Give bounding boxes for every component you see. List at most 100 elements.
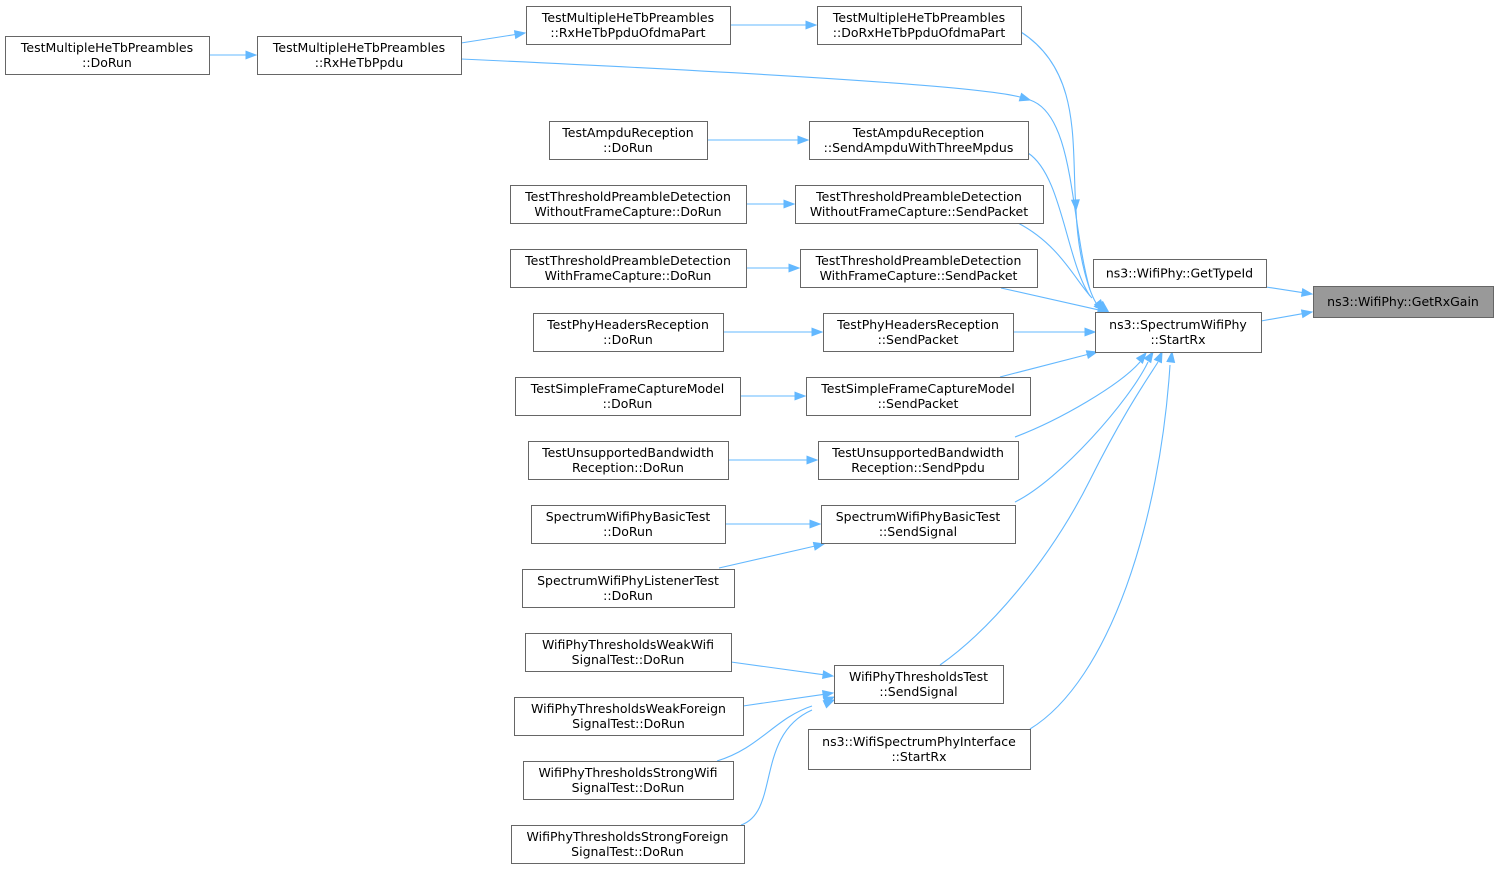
node-label: SpectrumWifiPhyBasicTest: [546, 509, 711, 524]
node-label: TestThresholdPreambleDetection: [815, 189, 1022, 204]
edge-line: [460, 58, 1022, 98]
node-label: TestThresholdPreambleDetection: [524, 189, 731, 204]
node-box: [549, 121, 708, 160]
node-box: [800, 249, 1038, 288]
node-mhe-rxofdma[interactable]: TestMultipleHeTbPreambles::RxHeTbPpduOfd…: [526, 6, 731, 45]
node-wts-wifi[interactable]: WifiPhyThresholdsStrongWifiSignalTest::D…: [523, 761, 734, 800]
node-box: [821, 505, 1016, 544]
edge-arrowhead: [788, 263, 801, 273]
node-mhe-dorxofdma[interactable]: TestMultipleHeTbPreambles::DoRxHeTbPpduO…: [817, 6, 1022, 45]
edge-line: [718, 545, 816, 569]
edge-arrowhead: [1166, 350, 1176, 363]
node-box: [510, 185, 747, 224]
node-box: [533, 313, 724, 352]
node-spectrum-startrx[interactable]: ns3::SpectrumWifiPhy::StartRx: [1095, 312, 1262, 353]
edge-arrowhead: [1143, 350, 1154, 364]
edge-line: [1029, 99, 1091, 291]
node-wtw-wifi[interactable]: WifiPhyThresholdsWeakWifiSignalTest::DoR…: [525, 633, 732, 672]
node-label: SignalTest::DoRun: [572, 652, 685, 667]
node-mhe-rxhetbppdu[interactable]: TestMultipleHeTbPreambles::RxHeTbPpdu: [257, 36, 462, 75]
node-label: WithoutFrameCapture::SendPacket: [810, 204, 1028, 219]
node-label: WithoutFrameCapture::DoRun: [534, 204, 721, 219]
node-box: [257, 36, 462, 75]
node-box: [531, 505, 726, 544]
node-ampdu-send[interactable]: TestAmpduReception::SendAmpduWithThreeMp…: [809, 121, 1029, 160]
node-label: Reception::DoRun: [572, 460, 684, 475]
node-box: [511, 825, 745, 864]
node-wts-foreign[interactable]: WifiPhyThresholdsStrongForeignSignalTest…: [511, 825, 745, 864]
node-label: SignalTest::DoRun: [571, 844, 684, 859]
node-gettypeid[interactable]: ns3::WifiPhy::GetTypeId: [1093, 259, 1267, 288]
edge-arrowhead: [794, 391, 807, 401]
node-label: TestThresholdPreambleDetection: [524, 253, 731, 268]
node-box: [525, 633, 732, 672]
node-label: TestMultipleHeTbPreambles: [832, 10, 1005, 25]
node-label: ::SendAmpduWithThreeMpdus: [824, 140, 1014, 155]
edge-arrowhead: [1018, 92, 1032, 102]
edge-line: [1020, 31, 1077, 202]
edge-line: [740, 709, 813, 826]
node-label: SignalTest::DoRun: [572, 780, 685, 795]
edge-arrowhead: [1085, 350, 1099, 360]
node-label: Reception::SendPpdu: [851, 460, 985, 475]
node-swl-dorun[interactable]: SpectrumWifiPhyListenerTest::DoRun: [522, 569, 735, 608]
node-tpd-wo-send[interactable]: TestThresholdPreambleDetectionWithoutFra…: [795, 185, 1044, 224]
node-label: ns3::WifiPhy::GetTypeId: [1106, 266, 1253, 281]
node-swb-send[interactable]: SpectrumWifiPhyBasicTest::SendSignal: [821, 505, 1016, 544]
node-label: TestPhyHeadersReception: [546, 317, 709, 332]
nodes-layer: ns3::WifiPhy::GetRxGain ns3::WifiPhy::Get…: [5, 6, 1494, 864]
node-ampdu-dorun[interactable]: TestAmpduReception::DoRun: [549, 121, 708, 160]
node-sfc-send[interactable]: TestSimpleFrameCaptureModel::SendPacket: [806, 377, 1031, 416]
node-label: SpectrumWifiPhyListenerTest: [537, 573, 719, 588]
node-label: ::DoRun: [82, 55, 132, 70]
node-label: TestAmpduReception: [561, 125, 693, 140]
node-label: TestMultipleHeTbPreambles: [272, 40, 445, 55]
edge-arrowhead: [783, 199, 796, 209]
edge-arrowhead: [1300, 287, 1314, 297]
node-box: [523, 761, 734, 800]
node-tpd-wo-dorun[interactable]: TestThresholdPreambleDetectionWithoutFra…: [510, 185, 747, 224]
node-mhe-dorun[interactable]: TestMultipleHeTbPreambles::DoRun: [5, 36, 210, 75]
node-label: WithFrameCapture::DoRun: [545, 268, 712, 283]
edge-arrowhead: [797, 135, 810, 145]
node-label: TestSimpleFrameCaptureModel: [820, 381, 1014, 396]
edge-line: [1017, 222, 1093, 299]
node-box: [1313, 286, 1494, 318]
node-wtt-send[interactable]: WifiPhyThresholdsTest::SendSignal: [834, 665, 1004, 704]
edges-layer: [209, 20, 1314, 826]
node-box: [834, 665, 1004, 704]
edge-line: [742, 693, 825, 707]
node-wtw-foreign[interactable]: WifiPhyThresholdsWeakForeignSignalTest::…: [514, 697, 744, 736]
node-iface-startrx[interactable]: ns3::WifiSpectrumPhyInterface::StartRx: [808, 729, 1031, 770]
node-getrxgain[interactable]: ns3::WifiPhy::GetRxGain: [1313, 286, 1494, 318]
node-ubw-send[interactable]: TestUnsupportedBandwidthReception::SendP…: [818, 441, 1019, 480]
node-sfc-dorun[interactable]: TestSimpleFrameCaptureModel::DoRun: [515, 377, 741, 416]
node-label: SignalTest::DoRun: [572, 716, 685, 731]
node-box: [528, 441, 729, 480]
node-phh-send[interactable]: TestPhyHeadersReception::SendPacket: [823, 313, 1014, 352]
edge-arrowhead: [1153, 350, 1163, 364]
node-tpd-w-dorun[interactable]: TestThresholdPreambleDetectionWithFrameC…: [510, 249, 747, 288]
node-swb-dorun[interactable]: SpectrumWifiPhyBasicTest::DoRun: [531, 505, 726, 544]
node-label: TestMultipleHeTbPreambles: [20, 40, 193, 55]
edge-arrowhead: [812, 541, 826, 551]
node-box: [510, 249, 747, 288]
node-label: TestSimpleFrameCaptureModel: [530, 381, 724, 396]
edge-arrowhead: [806, 455, 819, 465]
node-label: WifiPhyThresholdsTest: [849, 669, 988, 684]
node-box: [1093, 259, 1267, 288]
edge-arrowhead: [821, 670, 835, 680]
node-box: [817, 6, 1022, 45]
node-label: ::SendPacket: [878, 396, 959, 411]
node-box: [809, 121, 1029, 160]
edge-line: [1260, 313, 1304, 322]
node-label: ::SendPacket: [878, 332, 959, 347]
node-label: TestAmpduReception: [852, 125, 984, 140]
node-label: WithFrameCapture::SendPacket: [820, 268, 1018, 283]
node-tpd-w-send[interactable]: TestThresholdPreambleDetectionWithFrameC…: [800, 249, 1038, 288]
node-phh-dorun[interactable]: TestPhyHeadersReception::DoRun: [533, 313, 724, 352]
node-label: ns3::SpectrumWifiPhy: [1109, 317, 1247, 332]
node-label: TestThresholdPreambleDetection: [815, 253, 1022, 268]
node-box: [522, 569, 735, 608]
